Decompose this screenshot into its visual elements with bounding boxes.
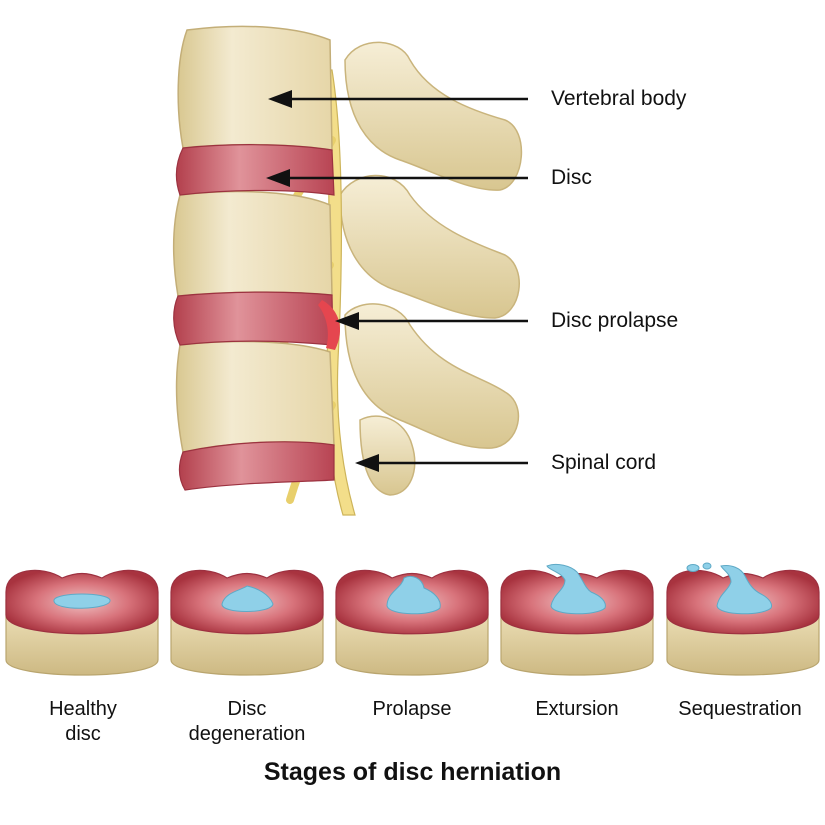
label-disc-prolapse: Disc prolapse: [551, 309, 679, 332]
vertebral-processes: [339, 41, 523, 496]
stage-label-line1: Extursion: [535, 698, 619, 720]
vertebral-bodies: [172, 25, 335, 453]
intervertebral-discs: [173, 144, 341, 491]
stage-label-line2: degeneration: [188, 723, 306, 745]
spine-column: [172, 25, 523, 516]
label-spinal-cord: Spinal cord: [551, 451, 657, 474]
stage-label-line2: disc: [65, 723, 101, 745]
label-vertebral-body: Vertebral body: [551, 87, 687, 110]
disc-stages: [5, 562, 820, 676]
stage-label-line1: Sequestration: [678, 698, 802, 720]
disc-stage-sequestration: [666, 562, 820, 676]
disc-stage-healthy: [5, 569, 159, 676]
label-disc: Disc: [551, 166, 592, 189]
arrow-spinal-cord: [355, 454, 528, 472]
disc-stage-prolapse: [335, 569, 489, 676]
stage-label-prolapse: Prolapse: [337, 697, 487, 722]
arrow-disc-prolapse: [335, 312, 528, 330]
disc-stage-degeneration: [170, 569, 324, 676]
stage-label-disc-degeneration: Disc degeneration: [172, 697, 322, 747]
pointer-arrows: [266, 90, 528, 472]
stage-label-sequestration: Sequestration: [665, 697, 815, 722]
disc-stage-extrusion: [500, 563, 654, 676]
arrow-disc: [266, 169, 528, 187]
arrow-vertebral-body: [268, 90, 528, 108]
stage-label-line1: Prolapse: [372, 698, 452, 720]
stage-label-line1: Healthy: [49, 698, 117, 720]
stage-label-extrusion: Extursion: [502, 697, 652, 722]
stage-label-healthy-disc: Healthy disc: [8, 697, 158, 747]
stage-label-line1: Disc: [227, 698, 267, 720]
diagram-title: Stages of disc herniation: [263, 758, 562, 786]
